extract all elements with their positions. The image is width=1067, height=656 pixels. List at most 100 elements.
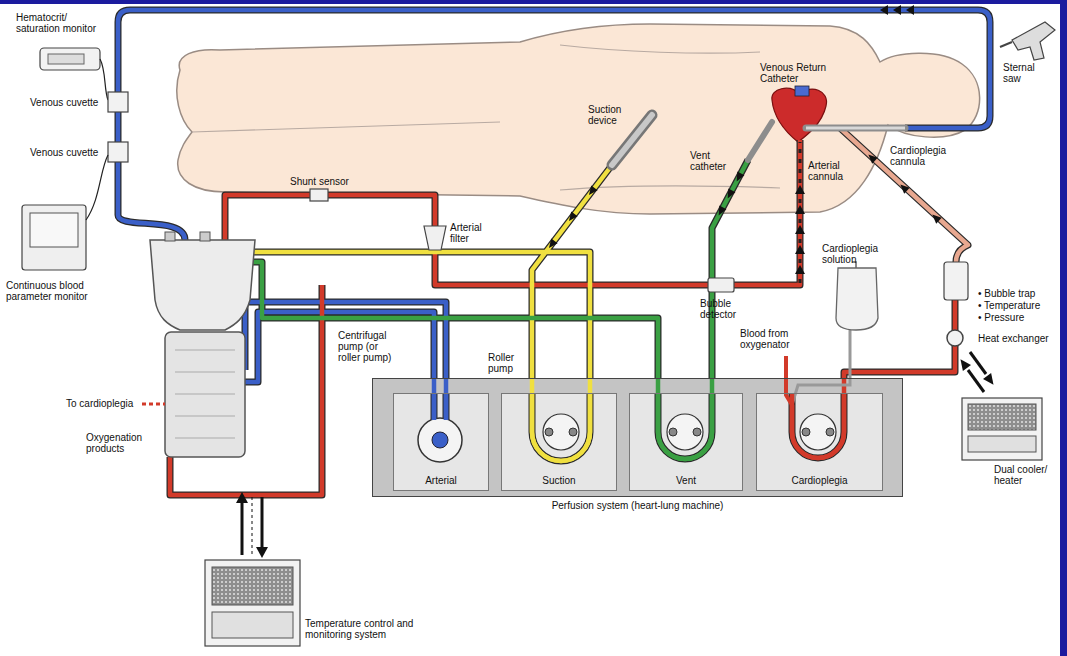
callout-label: Cardioplegia cannula: [890, 145, 954, 167]
roller-rotor: [800, 414, 836, 450]
roller: [669, 428, 677, 436]
roller: [826, 428, 834, 436]
pump-label: Suction: [542, 475, 575, 486]
sensor-wire: [100, 59, 108, 100]
well-fill: [394, 394, 489, 491]
tube-outlines: [434, 394, 844, 461]
flow-arrow: [795, 225, 805, 234]
flow-arrow: [724, 189, 735, 201]
pump-well: Suction: [501, 393, 617, 491]
cardioplegia-bag: [836, 268, 878, 330]
flow-arrow: [795, 245, 805, 254]
reservoir-port: [165, 232, 175, 241]
callout-label: Bubble detector: [700, 298, 750, 320]
venous-cuvette: [108, 142, 128, 162]
tube-outline: [434, 394, 446, 420]
oxygenator-body: [165, 332, 245, 457]
oxygenator-fibres: [175, 350, 235, 438]
callout-label: • Bubble trap: [978, 288, 1035, 299]
leg-line: [192, 122, 500, 132]
cardioplegia-outlet: [142, 403, 165, 406]
water-arrow: [261, 497, 264, 550]
callout-label: Suction device: [588, 104, 636, 126]
vent-catheter: [748, 122, 772, 160]
body-outline: [177, 24, 980, 214]
arrow-head: [983, 373, 998, 388]
flow-arrow: [795, 265, 805, 274]
pump-label: Vent: [676, 475, 696, 486]
machine-console: Perfusion system (heart-lung machine)Art…: [372, 378, 903, 497]
monitor-screen: [30, 213, 78, 247]
heart: [772, 86, 827, 142]
flow-arrow: [733, 172, 744, 184]
dual-cooler-heater: [962, 398, 1042, 460]
callout-label: Heat exchanger: [978, 333, 1049, 344]
callout-label: • Temperature: [978, 300, 1040, 311]
well-fill: [757, 394, 883, 491]
callout-label: Venous cuvette: [30, 97, 98, 108]
tubes: [118, 10, 990, 495]
flow-arrow: [795, 185, 805, 194]
pump-rotors: [418, 414, 836, 462]
unit-panel: [968, 436, 1036, 452]
reservoir-port: [200, 232, 210, 241]
venous-catheter: [806, 125, 905, 132]
unit-screen: [212, 567, 293, 605]
flow-arrow: [930, 212, 942, 224]
tube-outline: [532, 394, 590, 461]
callout-label: Shunt sensor: [290, 176, 349, 187]
pump-well: Vent: [629, 393, 743, 491]
console-caption: Perfusion system (heart-lung machine): [373, 500, 902, 511]
venous-cuvette: [108, 92, 128, 112]
arrow-head: [236, 492, 248, 503]
flow-arrows: [546, 5, 942, 274]
venous-catheter-shine: [806, 127, 905, 130]
well-fill: [630, 394, 743, 491]
callout-label: Venous Return Catheter: [760, 62, 840, 84]
tubes: [434, 394, 844, 461]
monitor-screen: [48, 54, 84, 64]
vent-tube: [658, 394, 712, 459]
water-arrow: [241, 500, 244, 555]
roller: [693, 428, 701, 436]
flow-arrow: [795, 205, 805, 214]
centrifugal-pump: [418, 418, 462, 462]
tube-outlines: [118, 10, 990, 495]
roller: [802, 428, 810, 436]
blood-parameter-monitor: [22, 205, 86, 270]
callout-label: Centrifugal pump (or roller pump): [338, 330, 400, 363]
callout-label: To cardioplegia: [66, 398, 133, 409]
pump-well: Cardioplegia: [756, 393, 883, 491]
water-arrow: [968, 370, 984, 392]
arterial-tube: [225, 195, 435, 240]
suction-handpiece: [612, 115, 652, 165]
tube-outline: [225, 195, 435, 240]
roller-rotor: [543, 414, 579, 450]
venous-reservoir: [150, 240, 255, 330]
vent-tube: [251, 160, 748, 459]
callout-label: Dual cooler/ heater: [994, 464, 1056, 486]
well-fill: [502, 394, 617, 491]
flow-arrow: [715, 206, 726, 218]
callout-label: Cardioplegia solution: [822, 243, 888, 265]
pump-label: Arterial: [425, 475, 457, 486]
suction-tube: [253, 165, 612, 461]
arrow-head: [956, 356, 971, 371]
suction-tube: [532, 394, 590, 461]
flow-arrow: [898, 182, 910, 194]
arterial-filter: [424, 226, 446, 250]
callout-label: Temperature control and monitoring syste…: [305, 618, 430, 640]
hematocrit-monitor: [40, 48, 100, 70]
tube-outline: [658, 394, 712, 459]
venous-tube: [245, 312, 434, 420]
callout-label: Hematocrit/ saturation monitor: [16, 12, 108, 34]
aorta: [795, 86, 809, 96]
callout-label: Arterial filter: [450, 222, 492, 244]
tube-outline: [792, 394, 844, 458]
callout-label: Continuous blood parameter monitor: [6, 280, 121, 302]
console-fill: [372, 378, 903, 497]
temperature-control-unit: [205, 560, 300, 646]
flow-arrow: [546, 238, 558, 250]
pump-well: Arterial: [393, 393, 489, 491]
heat-exchanger: [947, 330, 963, 346]
